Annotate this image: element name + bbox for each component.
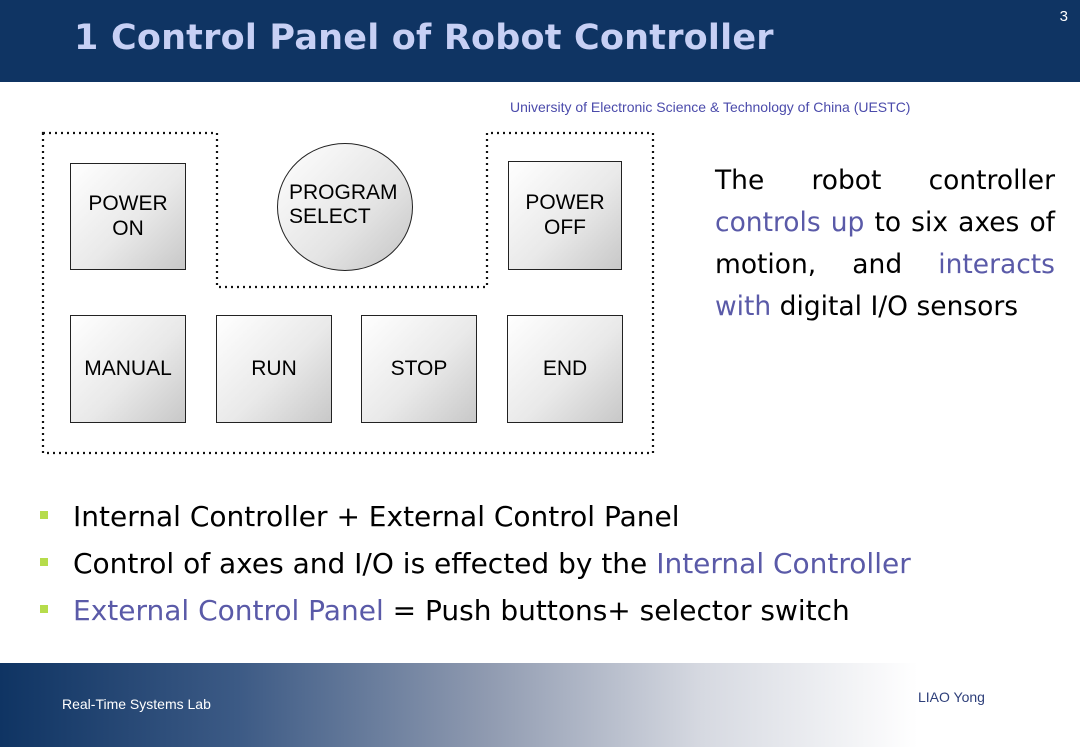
bullet-marker-icon bbox=[40, 511, 48, 519]
power-on-button[interactable]: POWER ON bbox=[70, 163, 186, 270]
lab-name: Real-Time Systems Lab bbox=[62, 696, 211, 712]
description-text-1: The robot controller bbox=[715, 165, 1055, 196]
bullet-marker-icon bbox=[40, 605, 48, 613]
bullet-text-3: = Push buttons+ selector switch bbox=[383, 594, 850, 627]
description-text-2: to six axes of motion, and bbox=[715, 207, 1055, 280]
page-number: 3 bbox=[1059, 8, 1068, 25]
institution-label: University of Electronic Science & Techn… bbox=[510, 99, 911, 115]
stop-button[interactable]: STOP bbox=[361, 315, 477, 423]
end-label: END bbox=[542, 356, 588, 380]
title-bar: 1 Control Panel of Robot Controller 3 bbox=[0, 0, 1080, 82]
run-button[interactable]: RUN bbox=[216, 315, 332, 423]
description-highlight-1: controls up bbox=[715, 207, 865, 238]
manual-button[interactable]: MANUAL bbox=[70, 315, 186, 423]
bullet-highlight-3: External Control Panel bbox=[73, 594, 384, 627]
bullet-text-1: Internal Controller + External Control P… bbox=[73, 500, 680, 533]
description-text-3: digital I/O sensors bbox=[771, 291, 1019, 322]
power-on-label: POWER ON bbox=[88, 192, 168, 240]
end-button[interactable]: END bbox=[507, 315, 623, 423]
manual-label: MANUAL bbox=[84, 356, 172, 380]
bullet-list: Internal Controller + External Control P… bbox=[40, 493, 911, 634]
author-name: LIAO Yong bbox=[918, 689, 985, 705]
bullet-item: Internal Controller + External Control P… bbox=[40, 493, 911, 540]
bullet-text-2: Control of axes and I/O is effected by t… bbox=[73, 547, 657, 580]
power-off-label: POWER OFF bbox=[525, 191, 605, 239]
bullet-item: External Control Panel = Push buttons+ s… bbox=[40, 587, 911, 634]
bullet-item: Control of axes and I/O is effected by t… bbox=[40, 540, 911, 587]
bullet-highlight-2: Internal Controller bbox=[656, 547, 911, 580]
bullet-marker-icon bbox=[40, 558, 48, 566]
power-off-button[interactable]: POWER OFF bbox=[508, 161, 622, 270]
stop-label: STOP bbox=[390, 356, 448, 380]
footer-bar: Real-Time Systems Lab LIAO Yong bbox=[0, 663, 1080, 747]
slide-title: 1 Control Panel of Robot Controller bbox=[74, 18, 774, 58]
run-label: RUN bbox=[251, 356, 297, 380]
description-highlight-2: interacts with bbox=[715, 249, 1055, 322]
program-select-label: PROGRAM SELECT bbox=[289, 181, 398, 228]
controller-description: The robot controller controls up to six … bbox=[715, 160, 1055, 328]
program-select-switch[interactable]: PROGRAM SELECT bbox=[277, 143, 413, 271]
